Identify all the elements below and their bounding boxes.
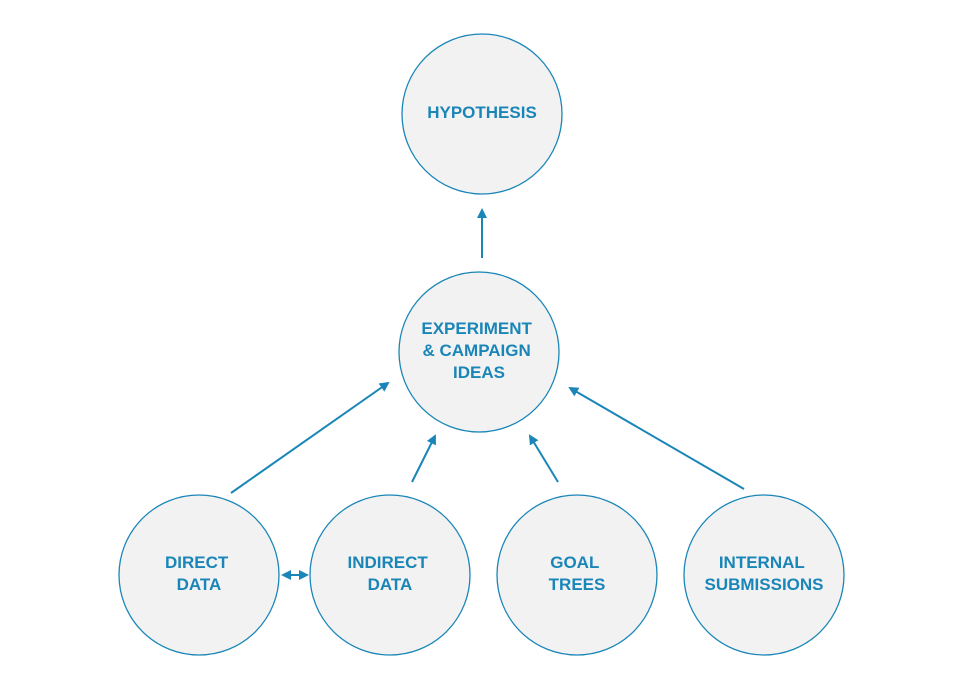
svg-text:INTERNAL SUBMISSIONS: INTERNAL SUBMISSIONS — [704, 553, 823, 594]
arrow-direct-to-ideas — [230, 381, 390, 494]
node-goal-line-2: TREES — [549, 575, 606, 594]
node-internal-line-2: SUBMISSIONS — [704, 575, 823, 594]
node-hypothesis: HYPOTHESIS — [401, 33, 563, 195]
node-indirect-line-2: DATA — [368, 575, 413, 594]
node-experiment-campaign-ideas: EXPERIMENT & CAMPAIGN IDEAS — [398, 271, 560, 433]
arrow-internal-to-ideas — [568, 386, 745, 490]
node-direct-line-2: DATA — [177, 575, 222, 594]
arrow-indirect-to-ideas — [411, 434, 436, 483]
svg-text:EXPERIMENT & CAMPAIGN: EXPERIMENT & CAMPAIGN IDEAS — [421, 319, 536, 382]
node-ideas-line-2: & CAMPAIGN — [422, 341, 530, 360]
node-ideas-line-3: IDEAS — [453, 363, 505, 382]
svg-text:DIRECT DATA: DIRECT DATA — [165, 553, 233, 594]
arrows-group — [230, 208, 745, 580]
node-indirect-line-1: INDIRECT — [347, 553, 428, 572]
node-goal-line-1: GOAL — [550, 553, 599, 572]
svg-text:HYPOTHESIS: HYPOTHESIS — [427, 103, 537, 122]
node-hypothesis-line-1: HYPOTHESIS — [427, 103, 537, 122]
node-direct-data: DIRECT DATA — [118, 494, 280, 656]
node-direct-line-1: DIRECT — [165, 553, 229, 572]
node-internal-line-1: INTERNAL — [719, 553, 805, 572]
svg-text:INDIRECT DATA: INDIRECT DATA — [347, 553, 432, 594]
arrow-goal-to-ideas — [528, 434, 559, 483]
svg-text:GOAL TREES: GOAL TREES — [549, 553, 606, 594]
node-internal-submissions: INTERNAL SUBMISSIONS — [683, 494, 845, 656]
node-goal-trees: GOAL TREES — [496, 494, 658, 656]
node-indirect-data: INDIRECT DATA — [309, 494, 471, 656]
node-ideas-line-1: EXPERIMENT — [421, 319, 532, 338]
